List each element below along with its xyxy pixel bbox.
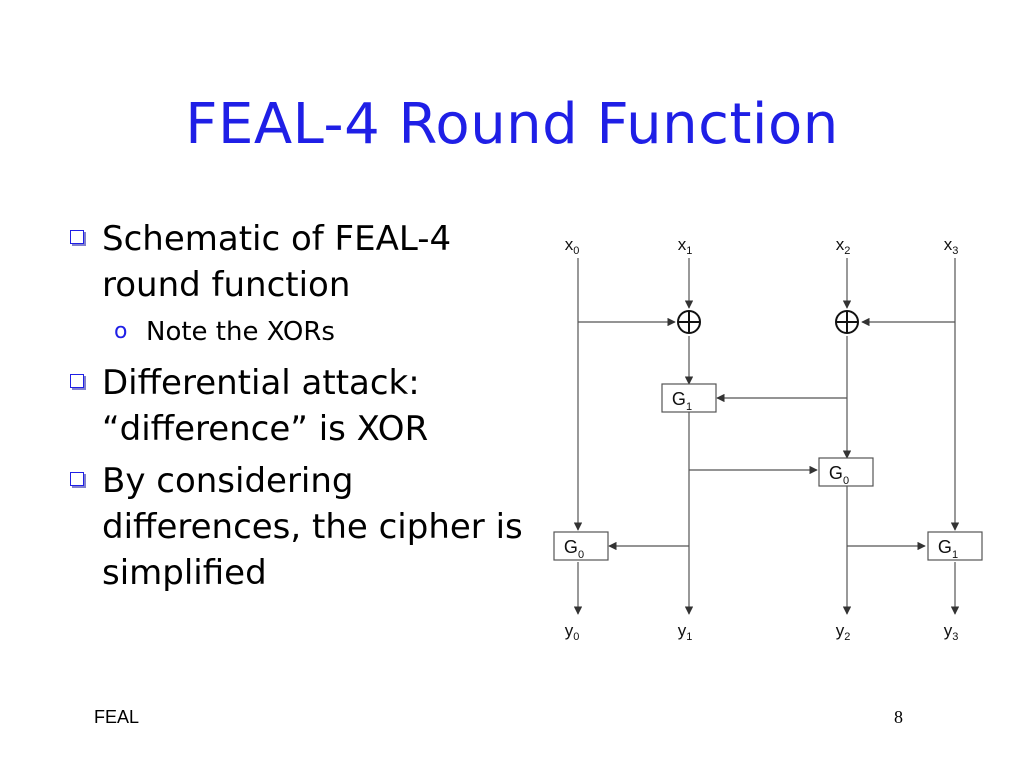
bullet-list: Schematic of FEAL-4 round function o Not… [62,216,532,602]
square-bullet-icon [70,374,84,388]
input-label-x2: x2 [836,235,851,257]
box-subscript: 1 [686,401,692,413]
g-box-g0-mid: G0 [818,457,874,487]
box-subscript: 0 [843,475,849,487]
bullet-text: Differential attack: “difference” is XOR [102,363,429,449]
box-label: G [938,537,952,557]
bullet-item: Differential attack: “difference” is XOR [62,360,532,452]
bullet-item: Schematic of FEAL-4 round function [62,216,532,308]
bullet-text: Schematic of FEAL-4 round function [102,219,452,305]
circle-bullet-icon: o [114,319,128,344]
xor-node [835,310,859,334]
footer-label: FEAL [94,707,140,727]
input-label-x3: x3 [944,235,959,257]
g-box-g1-top: G1 [661,383,717,413]
input-label-x1: x1 [678,235,693,257]
output-label-y3: y3 [944,621,959,643]
g-box-g1-bottom: G1 [927,531,983,561]
svg-text:G1: G1 [938,537,958,561]
output-label-y2: y2 [836,621,851,643]
box-label: G [829,463,843,483]
svg-text:G0: G0 [564,537,584,561]
output-label-y1: y1 [678,621,693,643]
output-label-y0: y0 [565,621,580,643]
bullet-item: By considering differences, the cipher i… [62,458,532,596]
g-box-g0-bottom: G0 [553,531,609,561]
svg-text:G0: G0 [829,463,849,487]
slide-title: FEAL-4 Round Function [185,92,839,157]
feal-round-diagram: G1 G0 G0 G1 x0 x1 x2 x3 y0 y1 y2 y3 [553,235,983,643]
svg-text:G1: G1 [672,389,692,413]
box-subscript: 1 [952,549,958,561]
square-bullet-icon [70,472,84,486]
box-label: G [672,389,686,409]
sub-bullet-item: o Note the XORs [62,314,532,350]
bullet-text: By considering differences, the cipher i… [102,461,523,593]
square-bullet-icon [70,230,84,244]
box-subscript: 0 [578,549,584,561]
box-label: G [564,537,578,557]
xor-node [677,310,701,334]
page-number: 8 [894,707,903,727]
input-label-x0: x0 [565,235,580,257]
sub-bullet-text: Note the XORs [146,317,335,347]
